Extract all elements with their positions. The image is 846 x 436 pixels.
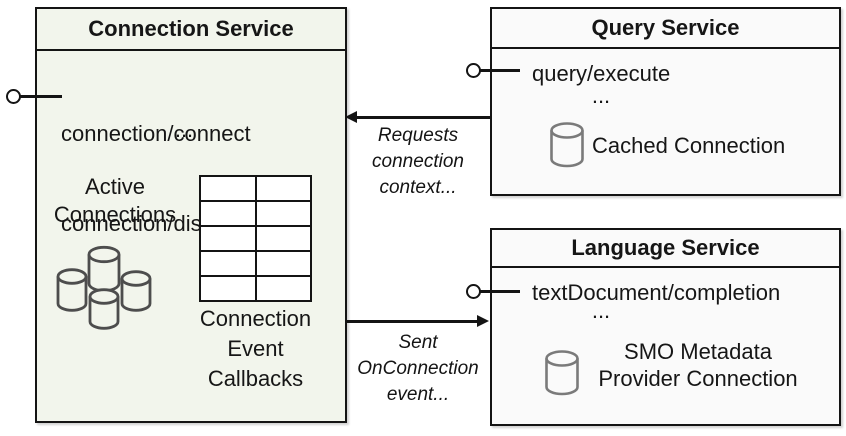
table-cell (201, 177, 255, 200)
sent-event-arrow-label: Sent OnConnection event... (357, 332, 479, 405)
table-cell (256, 252, 310, 275)
right-arrowhead-icon (477, 314, 489, 327)
table-cell (201, 227, 255, 250)
sent-event-arrow-line (347, 320, 478, 323)
table-cell (256, 227, 310, 250)
query-service-box: Query Service query/execute ... Cached C… (490, 7, 841, 196)
callback-table (199, 175, 312, 302)
database-cylinder-icon (56, 268, 88, 312)
api-connection-connect: connection/connect (61, 121, 251, 146)
connection-service-header: Connection Service (37, 9, 345, 51)
query-service-title: Query Service (591, 15, 740, 40)
lollipop-connector-line (479, 69, 520, 72)
language-service-box: Language Service textDocument/completion… (490, 228, 841, 426)
smo-metadata-provider-label: SMO Metadata Provider Connection (598, 339, 798, 391)
requests-arrow-line (356, 116, 490, 119)
query-service-header: Query Service (492, 9, 839, 49)
table-cell (256, 202, 310, 225)
database-cylinder-icon (120, 270, 152, 312)
database-cylinder-icon (550, 122, 584, 168)
language-service-title: Language Service (571, 235, 760, 260)
language-api-ellipsis: ... (591, 298, 611, 323)
left-arrowhead-icon (345, 110, 357, 123)
lollipop-connector-icon (466, 63, 481, 78)
connection-service-title: Connection Service (88, 16, 294, 41)
connection-event-callbacks-label: Connection Event Callbacks (199, 306, 312, 391)
api-query-execute: query/execute (532, 61, 671, 86)
lollipop-connector-icon (466, 284, 481, 299)
lollipop-connector-line (19, 95, 62, 98)
connection-service-box: Connection Service connection/connect co… (35, 7, 347, 423)
requests-arrow-label: Requests connection context... (372, 125, 464, 198)
connection-api-ellipsis: ... (174, 117, 194, 142)
table-cell (256, 277, 310, 300)
api-textdocument-completion: textDocument/completion (532, 280, 781, 305)
table-cell (201, 252, 255, 275)
table-cell (201, 277, 255, 300)
table-cell (256, 177, 310, 200)
language-service-header: Language Service (492, 230, 839, 268)
database-cylinder-icon (545, 350, 579, 396)
connection-pool-icon (56, 245, 152, 330)
lollipop-connector-icon (6, 89, 21, 104)
cached-connection-label: Cached Connection (592, 133, 786, 158)
table-cell (201, 202, 255, 225)
query-api-ellipsis: ... (591, 83, 611, 108)
database-cylinder-icon (88, 288, 120, 330)
active-connections-label: Active Connections (53, 174, 177, 227)
database-cylinder-icon (87, 245, 121, 293)
lollipop-connector-line (479, 290, 520, 293)
